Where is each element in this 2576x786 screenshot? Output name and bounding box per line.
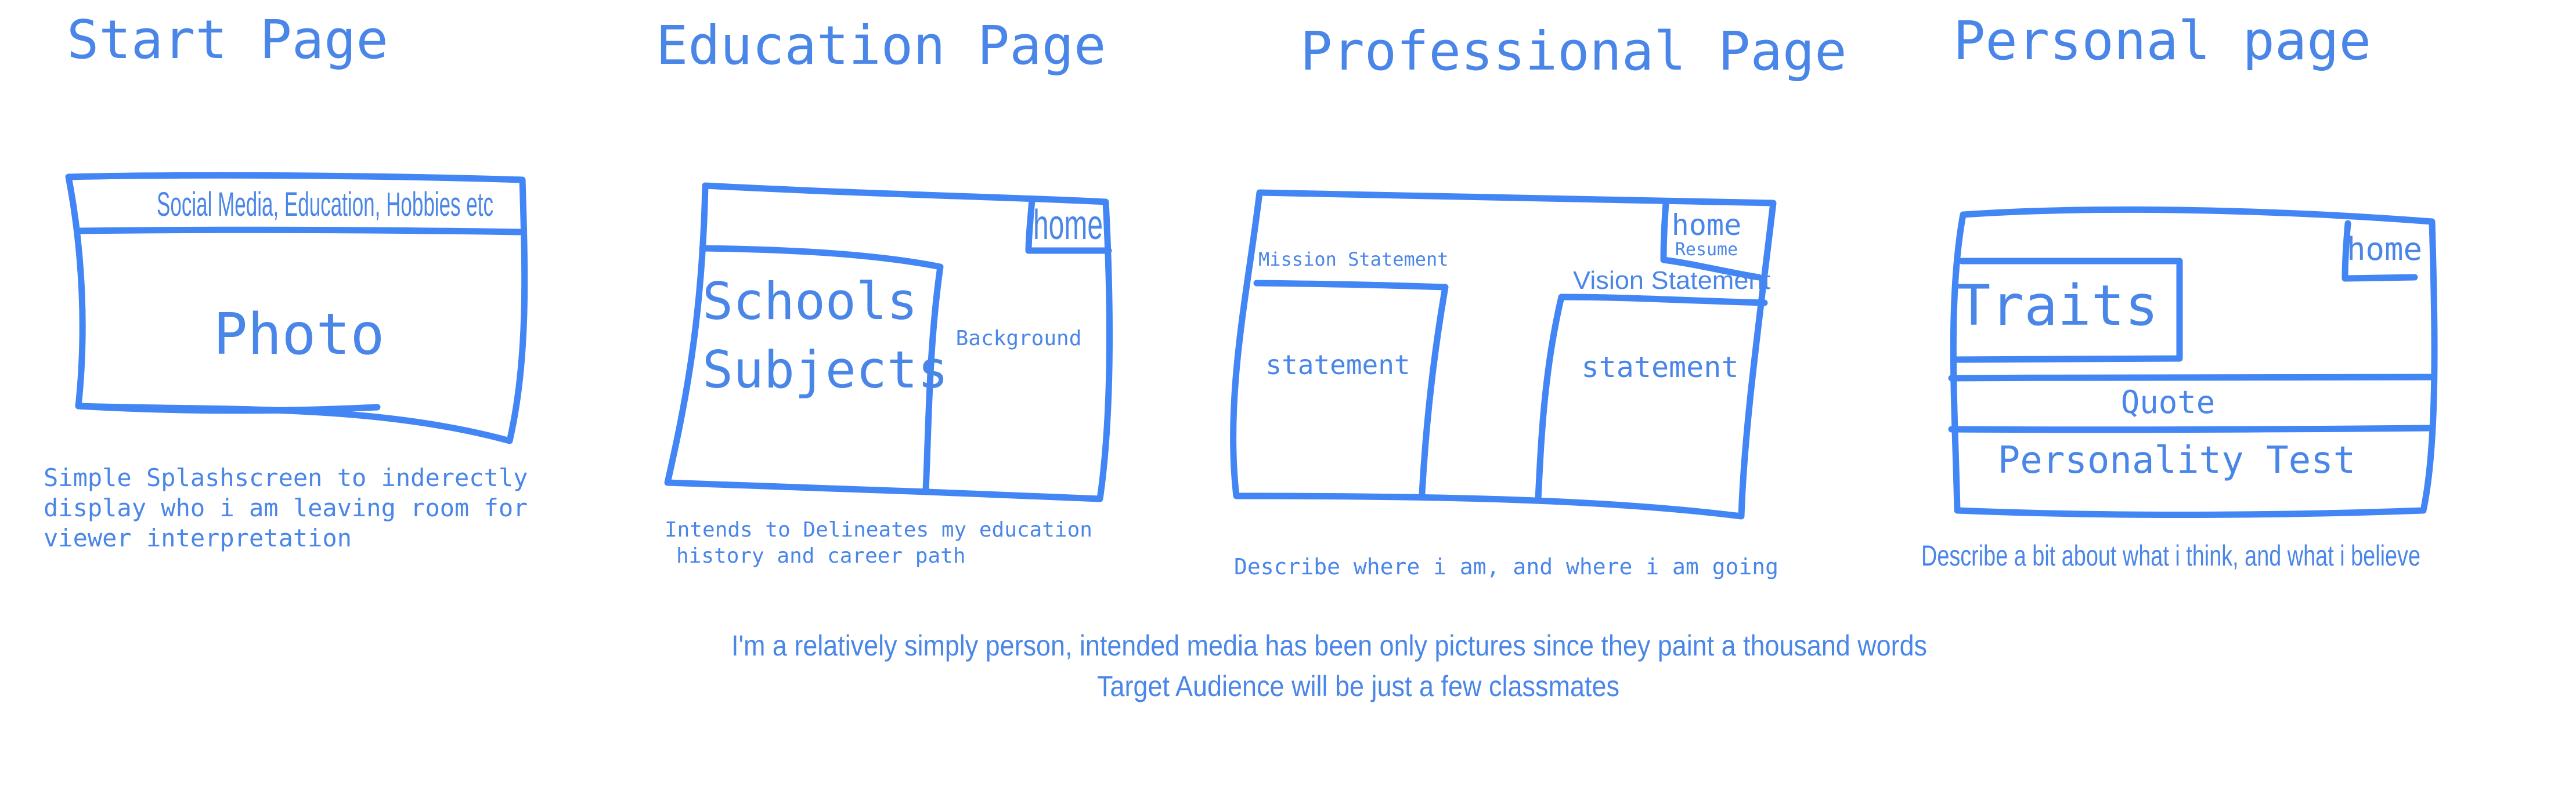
professional-statement-left: statement — [1265, 349, 1410, 381]
personal-page-wireframe: Personal page home Traits Quote Personal… — [1921, 10, 2438, 572]
personal-traits-label: Traits — [1957, 273, 2159, 338]
education-page-frame — [664, 182, 1113, 502]
professional-page-title: Professional Page — [1300, 20, 1847, 82]
professional-vision-panel — [1535, 294, 1768, 502]
education-schools-panel — [699, 245, 944, 494]
start-page-photo-label: Photo — [213, 302, 384, 368]
personal-page-frame — [1950, 206, 2438, 518]
education-page-title: Education Page — [656, 15, 1106, 77]
professional-page-wireframe: Professional Page home Resume Mission St… — [1230, 20, 1847, 579]
start-page-nav-text: Social Media, Education, Hobbies etc — [157, 186, 493, 223]
education-description-line-2: history and career path — [676, 544, 966, 568]
education-home-box — [1025, 197, 1112, 254]
start-page-frame — [65, 172, 528, 444]
start-page-title: Start Page — [67, 9, 388, 71]
education-description-line-1: Intends to Delineates my education — [665, 518, 1092, 542]
start-page-nav-divider — [75, 226, 523, 236]
professional-home-box — [1660, 200, 1762, 281]
footer-note-line-2: Target Audience will be just a few class… — [1097, 670, 1619, 702]
personal-traits-box — [1950, 258, 2183, 363]
start-page-description-line-2: display who i am leaving room for — [44, 494, 528, 522]
education-subjects-label: Subjects — [702, 340, 948, 400]
education-page-wireframe: Education Page home Schools Subjects Bac… — [656, 15, 1113, 568]
start-page-bottom-sketch-line — [75, 403, 381, 414]
start-page-description-line-1: Simple Splashscreen to inderectly — [44, 463, 528, 492]
start-page-description-line-3: viewer interpretation — [44, 524, 352, 552]
education-schools-label: Schools — [702, 271, 918, 331]
professional-description: Describe where i am, and where i am goin… — [1234, 554, 1778, 579]
education-home-label: home — [1033, 202, 1103, 248]
personal-quote-bottom-line — [1948, 425, 2433, 433]
personal-quote-top-line — [1948, 374, 2436, 382]
footer-note-line-1: I'm a relatively simply person, intended… — [731, 629, 1927, 662]
personal-quote-label: Quote — [2121, 384, 2216, 421]
education-background-label: Background — [956, 327, 1082, 350]
professional-statement-right: statement — [1582, 350, 1739, 384]
personal-personality-test-label: Personality Test — [1998, 439, 2356, 482]
personal-home-label: home — [2347, 231, 2422, 267]
professional-resume-label: Resume — [1675, 240, 1738, 260]
personal-description: Describe a bit about what i think, and w… — [1921, 539, 2420, 572]
start-page-wireframe: Start Page Social Media, Education, Hobb… — [44, 9, 528, 552]
professional-mission-panel — [1253, 280, 1449, 497]
personal-page-title: Personal page — [1953, 10, 2371, 72]
professional-page-frame — [1230, 189, 1777, 520]
personal-home-box — [2342, 220, 2418, 282]
professional-mission-label: Mission Statement — [1258, 248, 1449, 270]
professional-vision-label: Vision Statement — [1573, 266, 1770, 295]
footer-notes: I'm a relatively simply person, intended… — [731, 629, 1927, 702]
professional-home-label: home — [1672, 208, 1741, 242]
